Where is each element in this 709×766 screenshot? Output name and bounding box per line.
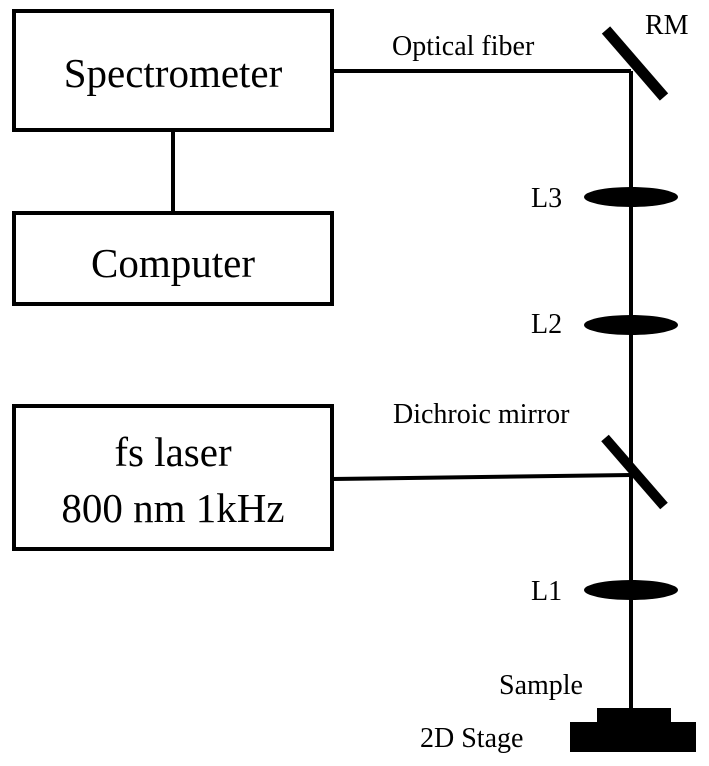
l2-label: L2 — [531, 309, 562, 340]
l1-label: L1 — [531, 576, 562, 607]
spectrometer-label: Spectrometer — [64, 50, 283, 96]
rm-label: RM — [645, 10, 689, 41]
fs-laser-box: fs laser 800 nm 1kHz — [12, 404, 334, 551]
sample-label: Sample — [499, 670, 583, 701]
lens-l1 — [584, 580, 678, 600]
lens-l3 — [584, 187, 678, 207]
computer-box: Computer — [12, 211, 334, 306]
rm-mirror — [601, 26, 669, 101]
dichroic-mirror-label: Dichroic mirror — [393, 399, 570, 430]
2d-stage — [570, 708, 696, 752]
spectrometer-box: Spectrometer — [12, 9, 334, 132]
stage-label: 2D Stage — [420, 723, 523, 754]
optical-fiber-label: Optical fiber — [392, 31, 535, 62]
computer-label: Computer — [91, 240, 255, 286]
dichroic-mirror — [601, 434, 668, 510]
lens-l2 — [584, 315, 678, 335]
l3-label: L3 — [531, 183, 562, 214]
laser-specs-label: 800 nm 1kHz — [61, 485, 284, 531]
laser-beam-line — [331, 473, 632, 481]
fs-laser-label: fs laser — [114, 429, 232, 475]
